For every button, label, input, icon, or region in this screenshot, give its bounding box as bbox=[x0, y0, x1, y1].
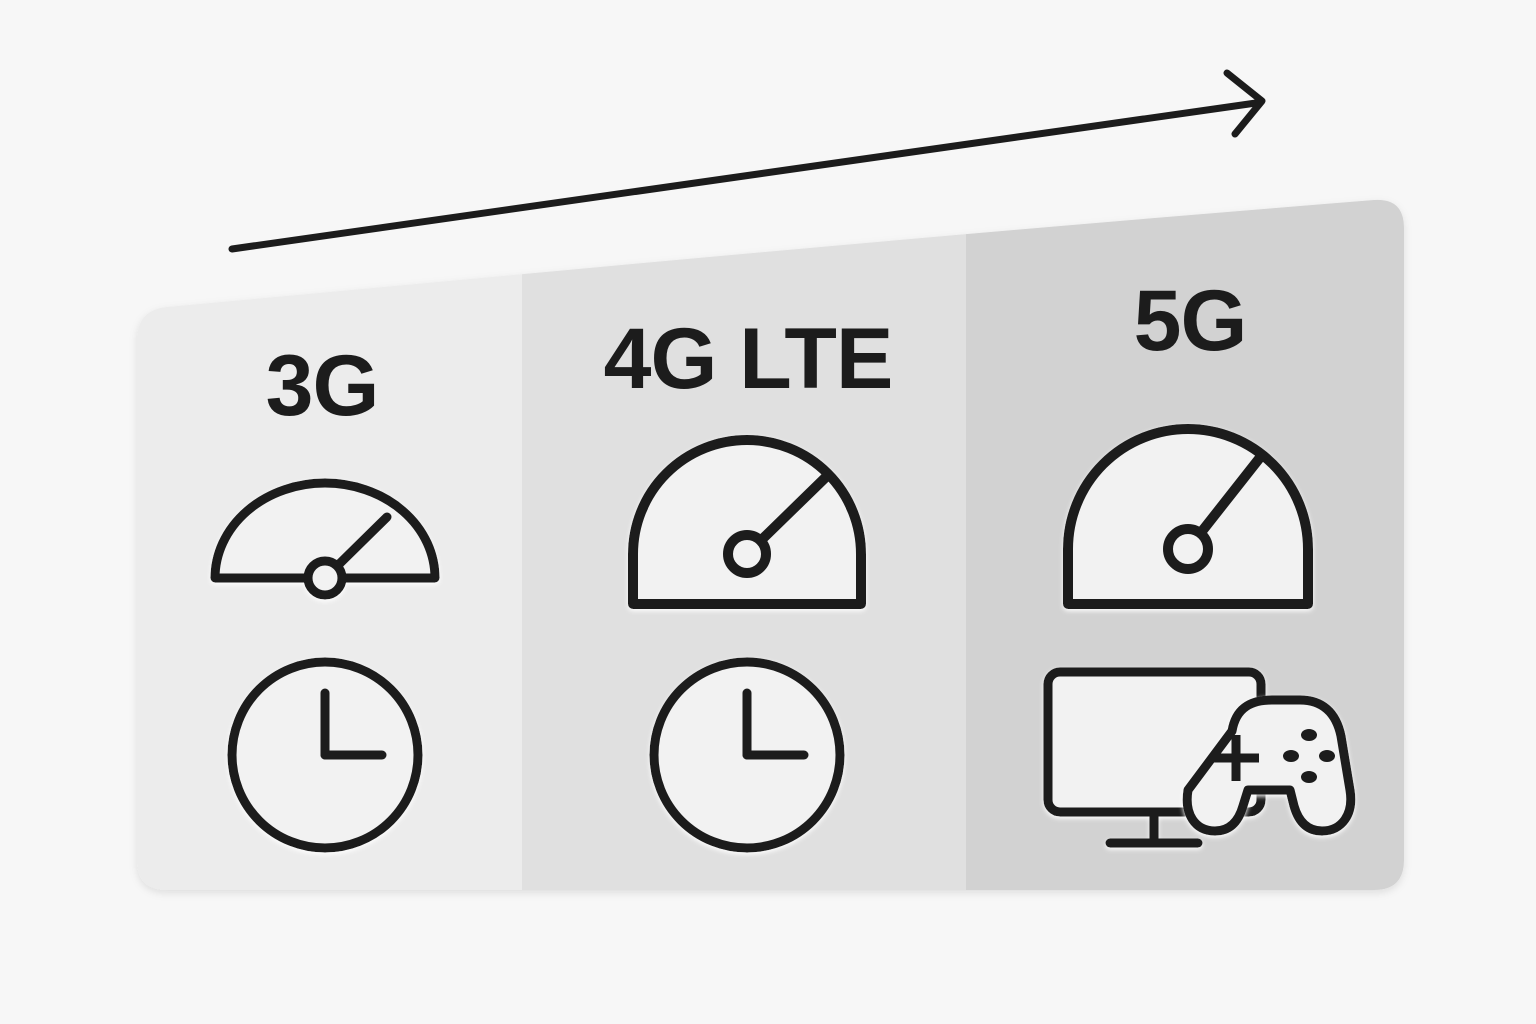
panel-4glte[interactable]: 4G LTE bbox=[604, 311, 893, 853]
speedometer-icon-3g bbox=[210, 478, 440, 600]
speedometer-icon-4glte bbox=[628, 435, 866, 609]
gamepad-button-left bbox=[1283, 750, 1299, 762]
clock-icon-4glte bbox=[649, 657, 845, 853]
gauge-dial-4glte bbox=[628, 435, 866, 609]
arrow-head-chevron bbox=[1223, 69, 1266, 138]
gauge-hub-3g bbox=[303, 556, 347, 600]
gamepad-button-bottom bbox=[1301, 771, 1317, 783]
gamepad-icon bbox=[1182, 695, 1356, 836]
panel-label-5g: 5G bbox=[1134, 273, 1247, 369]
panel-5g[interactable]: 5G bbox=[1043, 273, 1356, 848]
gamepad-button-right bbox=[1319, 750, 1335, 762]
panel-3g[interactable]: 3G bbox=[210, 338, 440, 853]
gamepad-button-top bbox=[1301, 729, 1317, 741]
progress-arrow bbox=[228, 69, 1266, 253]
gauge-dial-3g bbox=[210, 478, 440, 583]
gauge-hub-4glte bbox=[723, 530, 771, 578]
clock-icon-3g bbox=[227, 657, 423, 853]
panel-label-3g: 3G bbox=[266, 338, 379, 434]
gauge-hub-5g bbox=[1163, 524, 1213, 574]
speedometer-icon-5g bbox=[1063, 424, 1313, 609]
arrow-shaft bbox=[228, 99, 1260, 253]
panel-label-4glte: 4G LTE bbox=[604, 311, 893, 407]
